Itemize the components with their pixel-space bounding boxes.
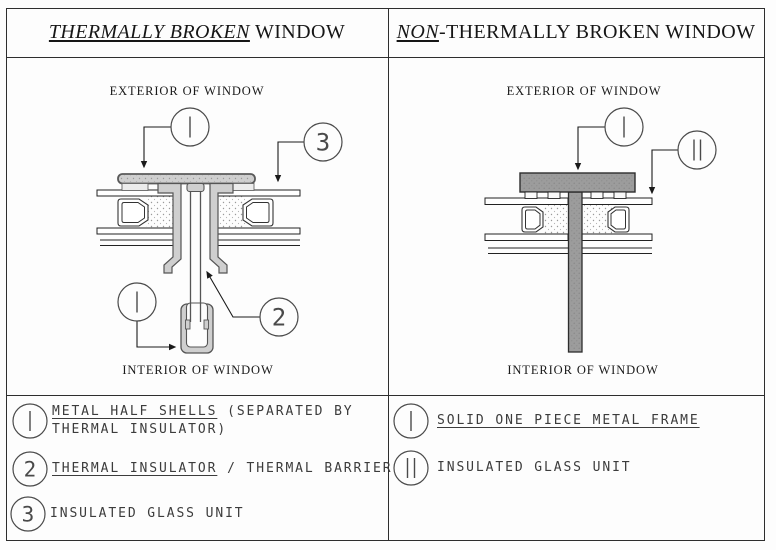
spacer <box>117 198 149 227</box>
spacer-inner <box>246 202 270 223</box>
edge-seal <box>543 204 568 234</box>
legend-text-underlined: THERMAL INSULATOR <box>52 461 218 476</box>
glass-pane <box>211 227 301 235</box>
title-left-rest: WINDOW <box>249 21 346 43</box>
frame-bottom <box>6 540 765 542</box>
legend-text-rest: (SEPARATED BY <box>217 404 354 419</box>
spacer <box>242 198 274 227</box>
spacer-inner <box>525 209 541 230</box>
leader-callout-3 <box>274 141 304 183</box>
spacer <box>607 206 630 233</box>
spacer <box>521 206 544 233</box>
pressure-plate-texture <box>120 175 253 182</box>
shell-nub <box>203 319 209 330</box>
legend-item-insulated-glass-unit: 3 INSULATED GLASS UNIT <box>9 495 245 533</box>
legend-callout-1 <box>12 403 48 439</box>
title-thermally-broken: THERMALLY BROKEN WINDOW <box>6 9 388 56</box>
legend-text-rest: INSULATED GLASS UNIT <box>50 506 245 521</box>
leader-callout-1-bottom <box>136 321 177 351</box>
glass-unit-right <box>211 189 301 246</box>
legend-text: METAL HALF SHELLS (SEPARATED BY THERMAL I… <box>52 403 354 439</box>
callout-circle-3 <box>303 122 343 162</box>
callout-2-number: 2 <box>272 304 286 332</box>
thermally-broken-diagram: 3 2 EXTERIOR OF WINDOW INTERIOR OF WINDO… <box>96 84 343 377</box>
legend-item-metal-half-shells: METAL HALF SHELLS (SEPARATED BY THERMAL I… <box>11 402 354 440</box>
metal-half-shell-right <box>209 182 234 274</box>
legend-text-underlined: METAL HALF SHELLS <box>52 404 218 419</box>
frame-left <box>6 8 8 541</box>
thermal-break-clip <box>186 182 205 193</box>
gasket <box>547 191 561 199</box>
legend-callout-2: 2 <box>12 451 48 487</box>
legend-callout-2-number: 2 <box>24 458 37 482</box>
gasket <box>613 191 627 199</box>
legend-separator <box>6 394 765 396</box>
legend-text-line2: THERMAL INSULATOR) <box>52 422 228 437</box>
interior-label: INTERIOR OF WINDOW <box>122 363 273 377</box>
glass-pane <box>96 227 181 235</box>
title-right-rest: -THERMALLY BROKEN WINDOW <box>438 21 756 43</box>
gasket <box>121 183 149 191</box>
leader-callout-2 <box>206 270 260 318</box>
frame-cap-texture <box>521 174 634 191</box>
legend-text: INSULATED GLASS UNIT <box>50 505 245 523</box>
legend-item-thermal-insulator: 2 THERMAL INSULATOR / THERMAL BARRIER <box>11 450 392 488</box>
title-left-emphasis: THERMALLY BROKEN <box>48 21 250 43</box>
legend-item-solid-metal-frame: SOLID ONE PIECE METAL FRAME <box>392 402 700 440</box>
legend-text: INSULATED GLASS UNIT <box>437 459 632 477</box>
legend-text-rest: / THERMAL BARRIER <box>217 461 393 476</box>
interior-gasket-lines <box>582 247 652 254</box>
frame-stem-texture <box>569 194 581 350</box>
glass-pane <box>581 197 653 205</box>
spacer-inner <box>121 202 145 223</box>
callout-circle-2 <box>259 297 299 337</box>
gasket <box>590 191 604 199</box>
metal-half-shell-left <box>157 182 182 274</box>
callout-circle-11 <box>677 130 717 170</box>
glass-pane <box>484 233 569 241</box>
glass-unit-left <box>484 197 569 254</box>
interior-label: INTERIOR OF WINDOW <box>507 363 658 377</box>
exterior-label: EXTERIOR OF WINDOW <box>507 84 662 98</box>
interior-gasket-lines <box>488 247 568 254</box>
legend-text-rest: INSULATED GLASS UNIT <box>437 460 632 475</box>
glass-unit-right <box>581 197 653 254</box>
legend-text: SOLID ONE PIECE METAL FRAME <box>437 412 700 430</box>
legend-callout-1 <box>393 403 429 439</box>
legend-callout-3: 3 <box>10 496 46 532</box>
center-divider <box>387 8 389 541</box>
leader-callout-1 <box>574 126 605 171</box>
glass-unit-left <box>96 189 181 246</box>
callout-3-number: 3 <box>316 129 330 157</box>
non-thermally-broken-diagram: EXTERIOR OF WINDOW INTERIOR OF WINDOW <box>484 84 717 377</box>
shell-nub <box>185 319 191 330</box>
edge-seal <box>582 204 612 234</box>
glass-pane <box>581 233 653 241</box>
interior-gasket-lines <box>212 239 300 246</box>
frame-right <box>763 8 765 541</box>
legend-item-insulated-glass-unit: INSULATED GLASS UNIT <box>392 449 632 487</box>
thermal-insulator-struts <box>189 192 202 322</box>
legend-callout-3-number: 3 <box>22 503 35 527</box>
glass-pane <box>484 197 569 205</box>
gasket <box>524 191 538 199</box>
legend-callout-11 <box>393 450 429 486</box>
exterior-label: EXTERIOR OF WINDOW <box>110 84 265 98</box>
title-non-thermally-broken: NON-THERMALLY BROKEN WINDOW <box>388 9 764 56</box>
title-right-emphasis: NON <box>396 21 439 43</box>
frame-top <box>6 8 765 10</box>
legend-text: THERMAL INSULATOR / THERMAL BARRIER <box>52 460 392 478</box>
interior-gasket-lines <box>100 239 179 246</box>
leader-callout-11 <box>648 149 678 195</box>
leader-callout-1-top <box>140 126 171 169</box>
spacer-inner <box>610 209 626 230</box>
legend-text-underlined: SOLID ONE PIECE METAL FRAME <box>437 413 700 428</box>
title-separator <box>6 56 765 58</box>
